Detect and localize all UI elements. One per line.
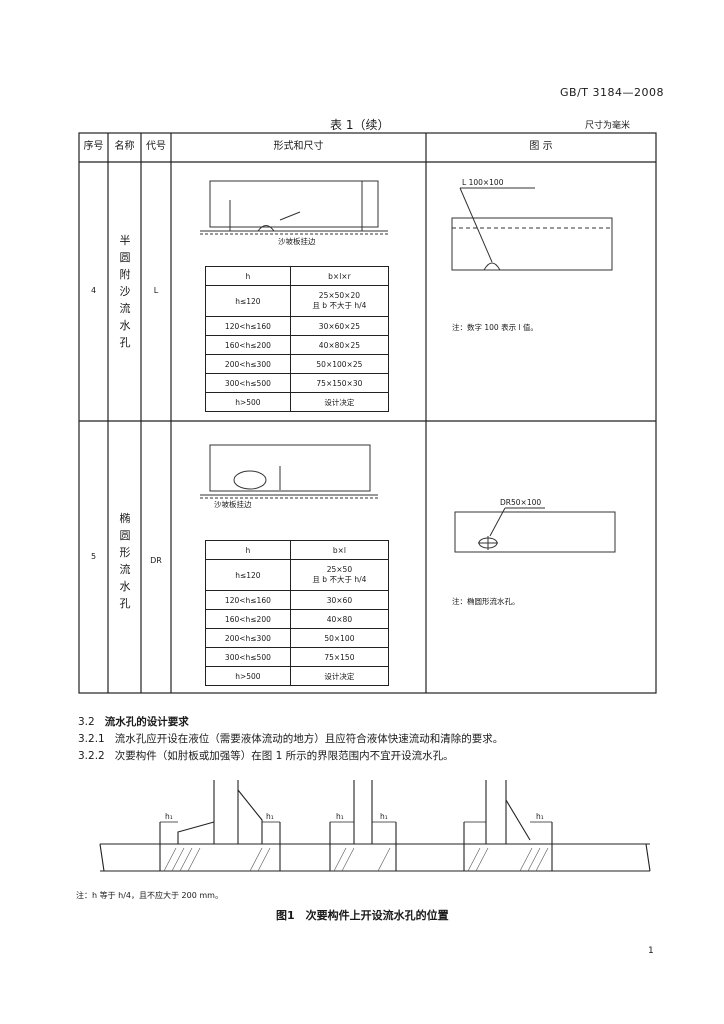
- row5-sub-cell: h≤120: [205, 559, 291, 591]
- row5-figure-note: 注：椭圆形流水孔。: [452, 597, 520, 606]
- row4-name: 半圆附沙流水孔: [119, 234, 131, 349]
- row5-sub-cell: 75×150: [289, 647, 390, 667]
- row4-sub-cell: 设计决定: [289, 392, 390, 412]
- row4-figure-label: L 100×100: [462, 178, 504, 187]
- section-3-2-2: 3.2.2 次要构件（如肘板或加强等）在图 1 所示的界限范围内不宜开设流水孔。: [78, 748, 454, 763]
- row4-sub-cell: h≤120: [205, 285, 291, 317]
- row4-sub-cell: 160<h≤200: [205, 335, 291, 355]
- row4-sub-cell: 300<h≤500: [205, 373, 291, 393]
- section-text: 流水孔应开设在液位（需要液体流动的地方）且应符合液体快速流动和清除的要求。: [114, 733, 504, 745]
- figure1-hatching: [163, 847, 549, 872]
- dim-label: h₁: [266, 812, 274, 821]
- dim-label: h₁: [380, 812, 388, 821]
- row5-sub-cell: 200<h≤300: [205, 628, 291, 648]
- row4-form-drawing: [200, 180, 388, 235]
- row5-sub-cell: 25×50 且 b 不大于 h/4: [289, 559, 390, 591]
- row4-sub-cell: 75×150×30: [289, 373, 390, 393]
- row5-sub-cell: 50×100: [289, 628, 390, 648]
- row5-sub-cell: h>500: [205, 666, 291, 686]
- row5-sub-cell: 120<h≤160: [205, 590, 291, 610]
- row5-sub-head-dims: b×l: [289, 540, 390, 560]
- row5-index: 5: [90, 552, 97, 561]
- row4-figure: [451, 187, 613, 271]
- row4-code: L: [153, 286, 159, 295]
- row4-form-label: 沙坡板挂边: [278, 237, 316, 246]
- row4-figure-note: 注：数字 100 表示 l 值。: [452, 323, 538, 332]
- row5-sub-cell: 160<h≤200: [205, 609, 291, 629]
- row5-form-label: 沙坡板挂边: [214, 500, 252, 509]
- figure1-caption: 图1 次要构件上开设流水孔的位置: [276, 909, 449, 922]
- row4-sub-cell: 40×80×25: [289, 335, 390, 355]
- row5-form-drawing: [200, 444, 378, 499]
- dim-label: h₁: [165, 812, 173, 821]
- col-header-code: 代号: [146, 141, 166, 152]
- standard-number: GB/T 3184—2008: [560, 86, 664, 99]
- row5-sub-head-h: h: [205, 540, 291, 560]
- section-text: 次要构件（如肘板或加强等）在图 1 所示的界限范围内不宜开设流水孔。: [114, 750, 454, 762]
- col-header-figure: 图 示: [529, 141, 553, 152]
- section-text: 流水孔的设计要求: [104, 716, 189, 728]
- row4-index: 4: [90, 286, 97, 295]
- row4-sub-cell: 200<h≤300: [205, 354, 291, 374]
- section-number: 3.2: [78, 716, 95, 728]
- row5-figure-label: DR50×100: [500, 498, 542, 507]
- section-number: 3.2.2: [78, 750, 105, 762]
- row4-sub-cell: h>500: [205, 392, 291, 412]
- row4-sub-cell: 50×100×25: [289, 354, 390, 374]
- dim-label: h₁: [336, 812, 344, 821]
- page-number: 1: [648, 946, 654, 956]
- figure1-drawing: [99, 780, 651, 872]
- row4-sub-cell: 25×50×20 且 b 不大于 h/4: [289, 285, 390, 317]
- section-3-2: 3.2 流水孔的设计要求: [78, 714, 189, 729]
- table-unit-note: 尺寸为毫米: [585, 121, 631, 131]
- figure1-note: 注：h 等于 h/4，且不应大于 200 mm。: [76, 891, 223, 900]
- col-header-index: 序号: [83, 141, 104, 152]
- row5-sub-cell: 300<h≤500: [205, 647, 291, 667]
- row4-sub-cell: 120<h≤160: [205, 316, 291, 336]
- col-header-form: 形式和尺寸: [273, 141, 324, 152]
- row5-sub-cell: 40×80: [289, 609, 390, 629]
- row5-name: 椭圆形流水孔: [119, 512, 131, 610]
- row4-sub-head-h: h: [205, 266, 291, 286]
- row5-figure: [454, 507, 616, 553]
- col-header-name: 名称: [114, 141, 135, 152]
- row4-sub-head-dims: b×l×r: [289, 266, 390, 286]
- row5-sub-cell: 设计决定: [289, 666, 390, 686]
- section-number: 3.2.1: [78, 733, 105, 745]
- row4-sub-cell: 30×60×25: [289, 316, 390, 336]
- row5-sub-cell: 30×60: [289, 590, 390, 610]
- table-caption: 表 1（续）: [330, 118, 390, 132]
- section-3-2-1: 3.2.1 流水孔应开设在液位（需要液体流动的地方）且应符合液体快速流动和清除的…: [78, 731, 503, 746]
- dim-label: h₁: [536, 812, 544, 821]
- row5-code: DR: [150, 556, 162, 565]
